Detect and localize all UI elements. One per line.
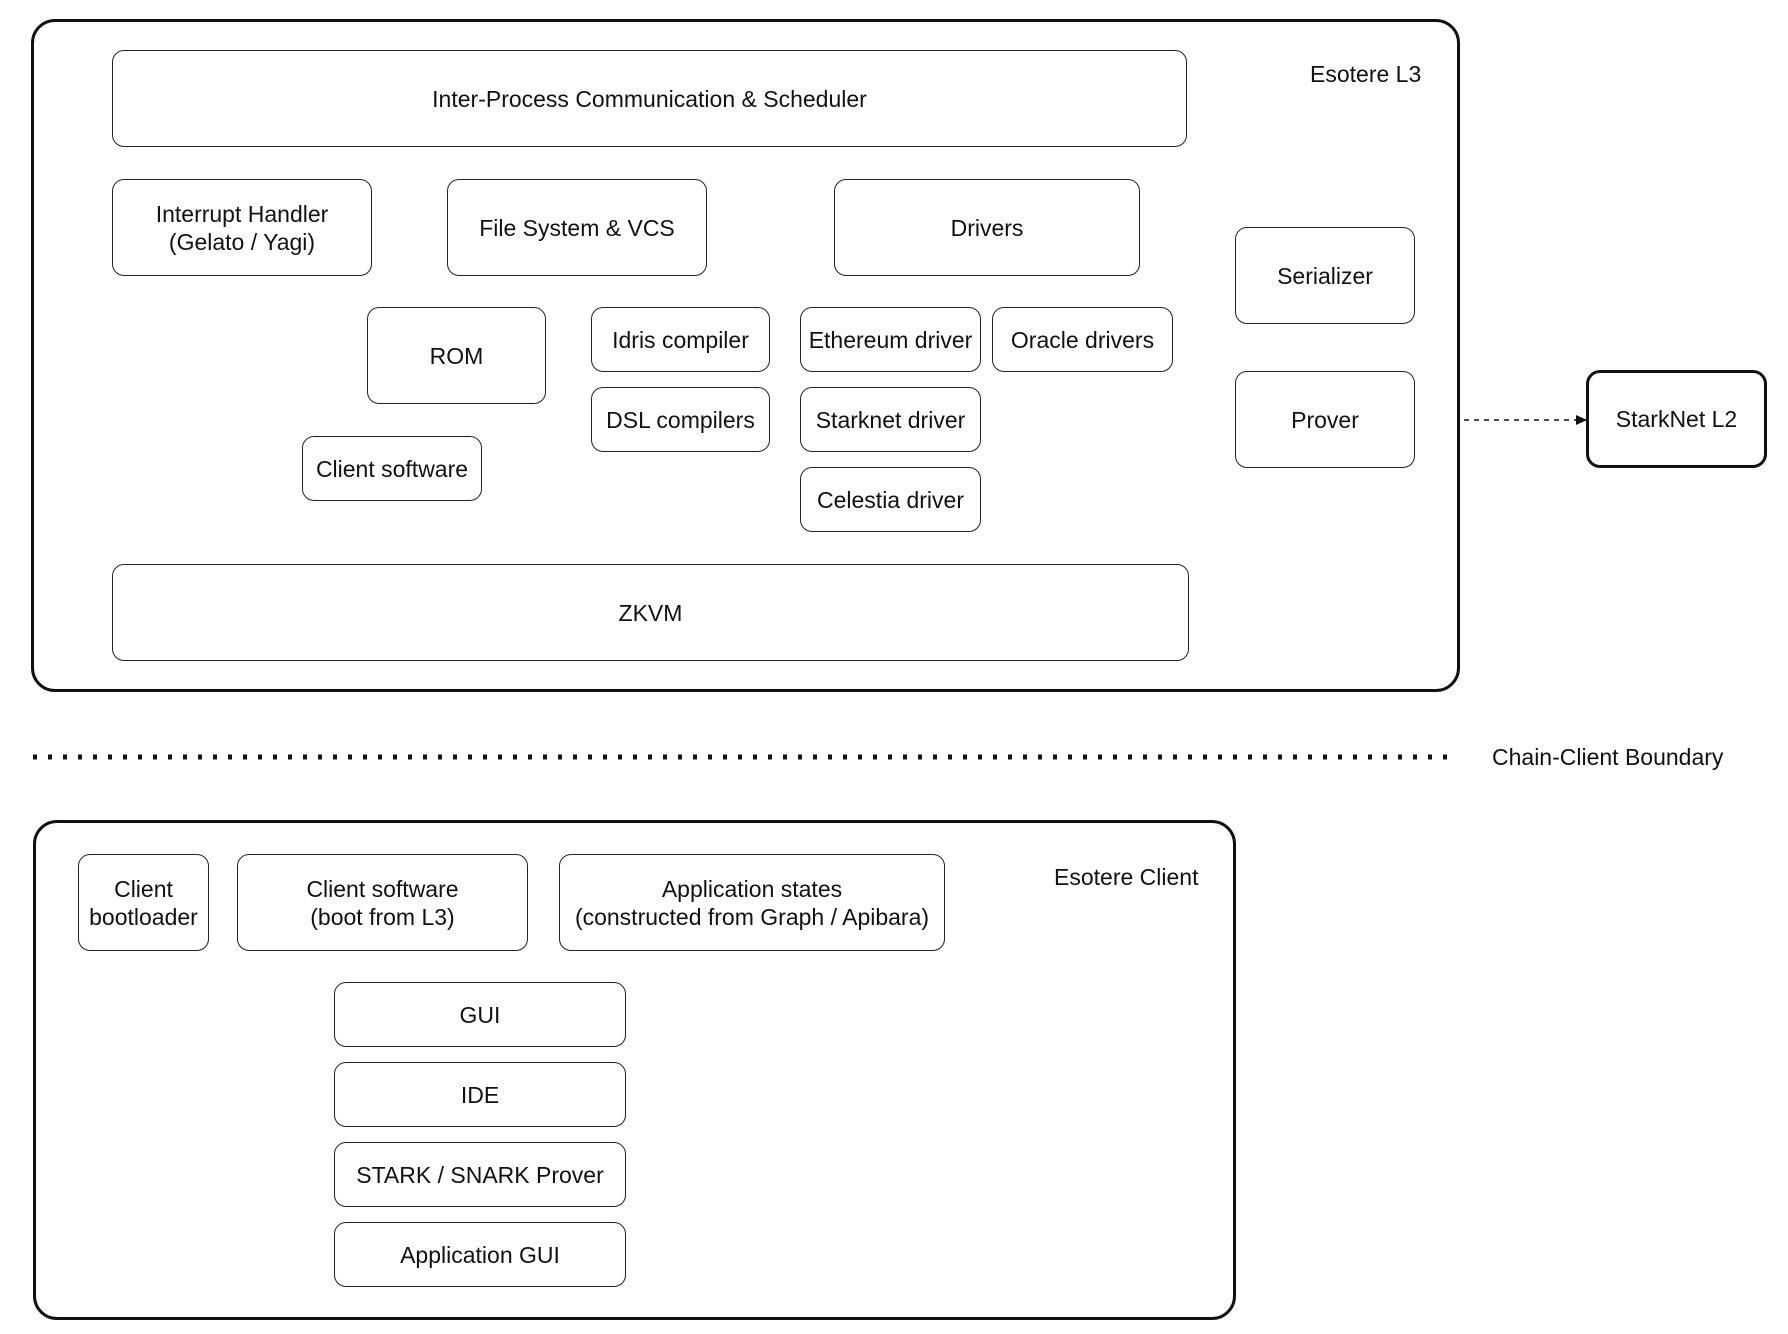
ethereum-driver-label: Ethereum driver (808, 326, 973, 353)
client-bootloader-box: Client bootloader (78, 854, 209, 951)
chain-client-boundary-label: Chain-Client Boundary (1492, 744, 1724, 770)
esotere-l3-title: Esotere L3 (1310, 61, 1422, 87)
starknet-driver-box: Starknet driver (800, 387, 981, 452)
ethereum-driver-box: Ethereum driver (800, 307, 981, 372)
stark-snark-prover-label: STARK / SNARK Prover (356, 1161, 604, 1188)
client-bootloader-label: Client bootloader (89, 875, 198, 930)
gui-label: GUI (459, 1001, 501, 1028)
idris-compiler-box: Idris compiler (591, 307, 770, 372)
drivers-box: Drivers (834, 179, 1140, 276)
application-states-label: Application states (constructed from Gra… (574, 875, 930, 930)
application-states-box: Application states (constructed from Gra… (559, 854, 945, 951)
application-gui-label: Application GUI (400, 1241, 560, 1268)
prover-box: Prover (1235, 371, 1415, 468)
application-gui-box: Application GUI (334, 1222, 626, 1287)
esotere-client-title: Esotere Client (1054, 864, 1199, 890)
oracle-drivers-label: Oracle drivers (1010, 326, 1155, 353)
client-software-l3-box: Client software (302, 436, 482, 501)
serializer-box: Serializer (1235, 227, 1415, 324)
ipc-scheduler-label: Inter-Process Communication & Scheduler (432, 85, 867, 112)
celestia-driver-box: Celestia driver (800, 467, 981, 532)
rom-box: ROM (367, 307, 546, 404)
client-software-box: Client software (boot from L3) (237, 854, 528, 951)
ide-label: IDE (460, 1081, 500, 1108)
celestia-driver-label: Celestia driver (817, 486, 964, 513)
rom-label: ROM (429, 342, 484, 369)
starknet-driver-label: Starknet driver (815, 406, 966, 433)
stark-snark-prover-box: STARK / SNARK Prover (334, 1142, 626, 1207)
dsl-compilers-box: DSL compilers (591, 387, 770, 452)
starknet-l2-label: StarkNet L2 (1615, 406, 1738, 432)
file-system-vcs-label: File System & VCS (479, 214, 675, 241)
starknet-l2-box: StarkNet L2 (1586, 370, 1767, 468)
idris-compiler-label: Idris compiler (612, 326, 749, 353)
zkvm-box: ZKVM (112, 564, 1189, 661)
gui-box: GUI (334, 982, 626, 1047)
file-system-vcs-box: File System & VCS (447, 179, 707, 276)
client-software-l3-label: Client software (315, 455, 469, 482)
dsl-compilers-label: DSL compilers (606, 406, 755, 433)
client-software-label: Client software (boot from L3) (306, 875, 459, 930)
oracle-drivers-box: Oracle drivers (992, 307, 1173, 372)
zkvm-label: ZKVM (618, 599, 683, 626)
interrupt-handler-label: Interrupt Handler (Gelato / Yagi) (155, 200, 329, 255)
ide-box: IDE (334, 1062, 626, 1127)
interrupt-handler-box: Interrupt Handler (Gelato / Yagi) (112, 179, 372, 276)
prover-label: Prover (1291, 406, 1359, 433)
ipc-scheduler-box: Inter-Process Communication & Scheduler (112, 50, 1187, 147)
drivers-label: Drivers (950, 214, 1024, 241)
serializer-label: Serializer (1277, 262, 1373, 289)
